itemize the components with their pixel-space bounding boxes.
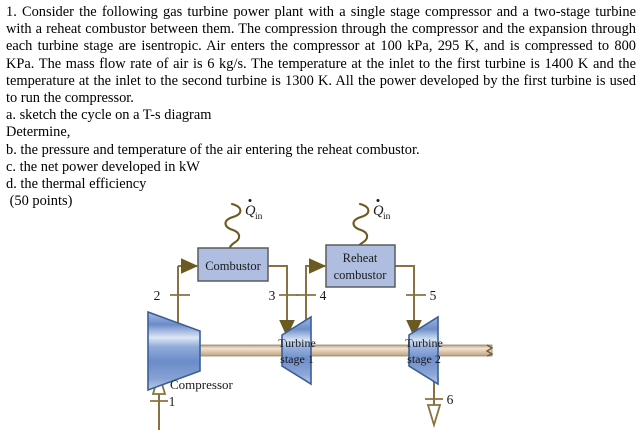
state-label-6: 6 xyxy=(447,392,454,407)
problem-determine-label: Determine, xyxy=(6,124,71,141)
state-label-2: 2 xyxy=(154,288,161,303)
outlet-triangle-6-icon xyxy=(426,404,442,429)
problem-points: (50 points) xyxy=(6,193,73,210)
state-labels: 2 3 4 5 1 6 xyxy=(154,288,454,409)
turbine2-label-line2: stage 2 xyxy=(407,352,441,366)
reheat-combustor-box[interactable]: Reheat combustor xyxy=(325,244,396,288)
turbine-stage-1[interactable]: Turbine stage 1 xyxy=(278,315,316,386)
heat-input-left-dot-icon xyxy=(248,199,252,202)
heat-input-left-symbol: Q xyxy=(245,203,256,219)
reheat-combustor-label-line2: combustor xyxy=(334,268,388,282)
problem-paragraph: 1. Consider the following gas turbine po… xyxy=(6,4,640,107)
problem-item-c: c. the net power developed in kW xyxy=(6,158,200,175)
state-label-3: 3 xyxy=(269,288,276,303)
pipe-4-to-reheat xyxy=(305,258,327,338)
heat-input-left-subscript: in xyxy=(255,212,263,222)
turbine1-label-line2: stage 1 xyxy=(280,352,314,366)
shaft-end-notch-icon xyxy=(485,344,494,357)
pipe-combustor-to-3 xyxy=(268,265,288,302)
compressor[interactable]: Compressor xyxy=(147,310,234,392)
compressor-label: Compressor xyxy=(170,377,234,392)
gas-turbine-schematic: Q in Q in xyxy=(0,190,641,437)
shaft xyxy=(195,344,494,357)
turbine-stage-2[interactable]: Turbine stage 2 xyxy=(405,315,443,386)
heat-input-right-subscript: in xyxy=(383,212,391,222)
state-label-5: 5 xyxy=(430,288,437,303)
problem-item-b: b. the pressure and temperature of the a… xyxy=(6,141,420,158)
turbine2-label-line1: Turbine xyxy=(405,336,443,350)
problem-item-d: d. the thermal efficiency xyxy=(6,176,147,193)
problem-statement: 1. Consider the following gas turbine po… xyxy=(6,4,636,210)
turbine1-label-line1: Turbine xyxy=(278,336,316,350)
state-ticks xyxy=(150,294,443,402)
state-label-1: 1 xyxy=(169,394,176,409)
heat-input-right-symbol: Q xyxy=(373,203,384,219)
combustor-box[interactable]: Combustor xyxy=(197,247,269,282)
combustor-label: Combustor xyxy=(205,259,261,273)
state-label-4: 4 xyxy=(320,288,327,303)
heat-wavy-arrow-left-icon xyxy=(224,202,242,258)
pipe-reheat-to-5 xyxy=(395,265,415,302)
reheat-combustor-label-line1: Reheat xyxy=(343,251,378,265)
problem-item-a: a. sketch the cycle on a T-s diagram xyxy=(6,107,212,124)
heat-input-right-dot-icon xyxy=(376,199,380,202)
